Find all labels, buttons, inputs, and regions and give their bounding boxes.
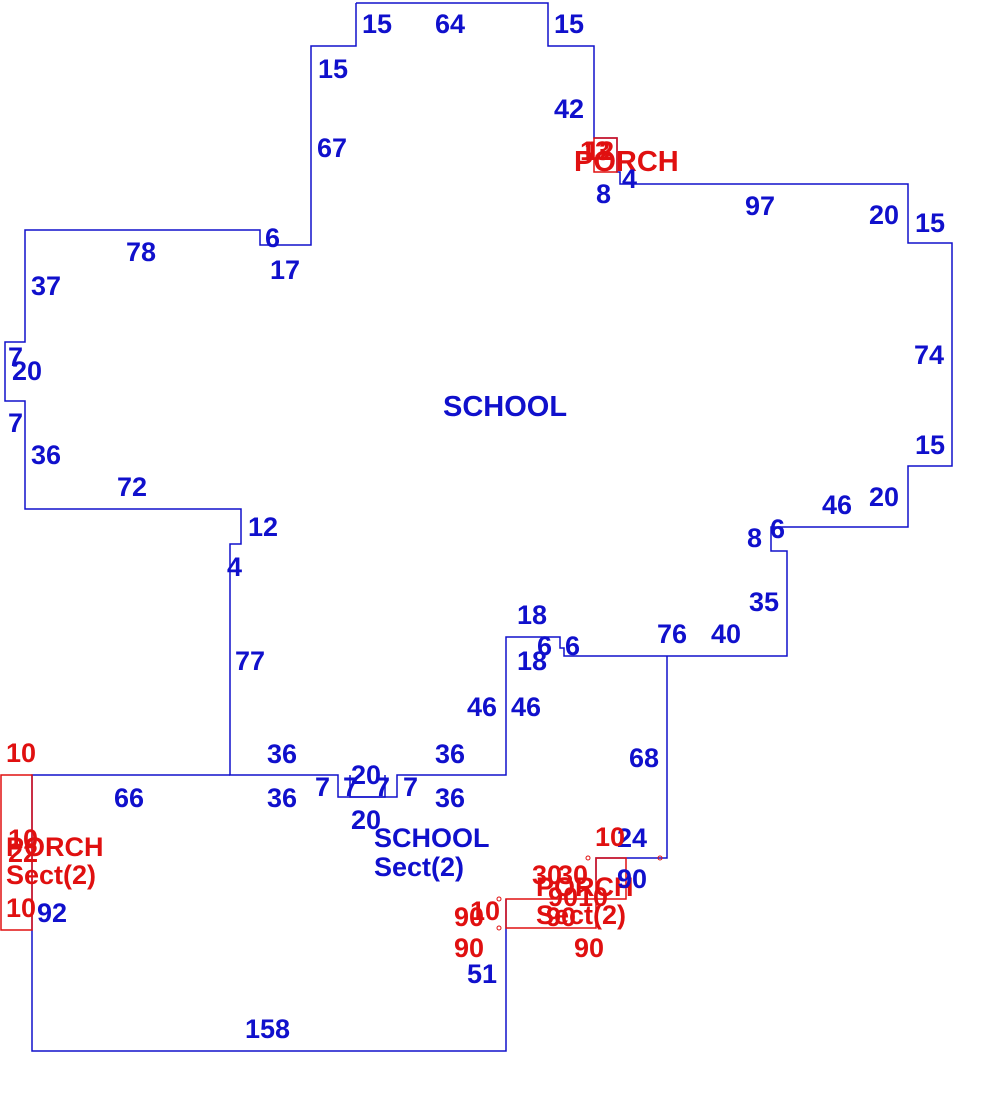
- dimension-label: 10: [6, 893, 36, 923]
- dimension-label: 30: [532, 860, 562, 890]
- dimension-label: 68: [629, 743, 659, 773]
- porch-left-outline: [0, 774, 33, 931]
- porch-top-label: PORCH: [574, 146, 679, 178]
- dimension-label: 10: [595, 822, 625, 852]
- dimension-label: 7: [315, 772, 330, 802]
- dimension-label: 30: [558, 860, 588, 890]
- dimension-label: 15: [554, 9, 584, 39]
- dimension-label: 18: [517, 600, 547, 630]
- dimension-label: 66: [114, 783, 144, 813]
- dimension-label: 76: [657, 619, 687, 649]
- dimension-label: 77: [235, 646, 265, 676]
- dimension-label: 51: [467, 959, 497, 989]
- dimension-label: 6: [770, 514, 785, 544]
- porch-top-outline: [593, 137, 618, 173]
- dimension-label: 36: [435, 783, 465, 813]
- dimension-label: 46: [467, 692, 497, 722]
- dimension-label: 10: [6, 738, 36, 768]
- dimension-label: 10: [8, 824, 38, 854]
- dimension-label: 15: [915, 430, 945, 460]
- dimension-label: 90: [454, 933, 484, 963]
- dimension-label: 36: [435, 739, 465, 769]
- dimension-label: 7: [8, 408, 23, 438]
- dimension-label: 20: [12, 356, 42, 386]
- dimension-label: 90: [454, 902, 484, 932]
- porch-left-sublabel: Sect(2): [6, 860, 96, 890]
- school-sect2-dimensions: 68 36 36 7 7 20 7 7 36 36 66 20 24 92 90…: [37, 739, 659, 1044]
- dimension-label: 6: [537, 631, 552, 661]
- dimension-label: 4: [622, 164, 637, 194]
- porch-bottom-right-label: PORCH: [536, 872, 634, 902]
- dimension-label: 20: [351, 760, 381, 790]
- school-sect2-outline: [31, 774, 507, 1052]
- dimension-label: 7: [375, 772, 390, 802]
- dimension-label: 42: [554, 94, 584, 124]
- dimension-label: 7: [343, 772, 358, 802]
- porch-dimensions: 13 12 10 10 22 10 10 30 30 90 10 10 90 9…: [6, 136, 625, 963]
- school-main-label: SCHOOL: [443, 391, 567, 423]
- dimension-label: 90: [548, 882, 578, 912]
- school-main-outline: [4, 2, 953, 798]
- dimension-label: 158: [245, 1014, 290, 1044]
- dimension-label: 36: [267, 739, 297, 769]
- dimension-label: 20: [869, 200, 899, 230]
- dimension-label: 7: [8, 342, 23, 372]
- dimension-label: 72: [117, 472, 147, 502]
- dimension-label: 8: [747, 523, 762, 553]
- dimension-label: 6: [265, 223, 280, 253]
- dimension-label: 78: [126, 237, 156, 267]
- dimension-label: 6: [565, 631, 580, 661]
- vertex-marker: [585, 855, 591, 861]
- dimension-label: 13: [580, 136, 610, 166]
- vertex-marker: [496, 896, 502, 902]
- dimension-label: 24: [617, 823, 647, 853]
- dimension-label: 20: [351, 805, 381, 835]
- dimension-label: 18: [517, 646, 547, 676]
- dimension-label: 12: [584, 136, 614, 166]
- dimension-label: 4: [227, 552, 242, 582]
- school-sect2-label: SCHOOL: [374, 823, 490, 853]
- dimension-label: 36: [31, 440, 61, 470]
- dimension-label: 74: [914, 340, 944, 370]
- dimension-label: 97: [745, 191, 775, 221]
- dimension-label: 10: [470, 896, 500, 926]
- school-main-dimensions: 15 64 15 15 42 67 8 4 97 20 15 6 17 78 3…: [8, 9, 945, 722]
- dimension-label: 22: [8, 838, 38, 868]
- dimension-label: 40: [711, 619, 741, 649]
- school-sect2-notch: [349, 775, 386, 798]
- porch-bottom-right-sublabel: Sect(2): [536, 900, 626, 930]
- vertex-marker: [657, 855, 663, 861]
- porch-left-label: PORCH: [6, 832, 104, 862]
- porch-bottom-right-small-outline: [595, 857, 627, 900]
- dimension-label: 37: [31, 271, 61, 301]
- dimension-label: 15: [318, 54, 348, 84]
- dimension-label: 15: [362, 9, 392, 39]
- dimension-label: 46: [822, 490, 852, 520]
- dimension-label: 46: [511, 692, 541, 722]
- vertex-marker: [496, 925, 502, 931]
- school-sect2-sublabel: Sect(2): [374, 852, 464, 882]
- dimension-label: 64: [435, 9, 465, 39]
- dimension-label: 12: [248, 512, 278, 542]
- dimension-label: 7: [403, 772, 418, 802]
- dimension-label: 90: [574, 933, 604, 963]
- dimension-label: 8: [596, 179, 611, 209]
- dimension-label: 15: [915, 208, 945, 238]
- porch-bottom-right-outline: [505, 898, 597, 929]
- dimension-label: 92: [37, 898, 67, 928]
- dimension-label: 20: [869, 482, 899, 512]
- dimension-label: 67: [317, 133, 347, 163]
- dimension-label: 36: [267, 783, 297, 813]
- dimension-label: 17: [270, 255, 300, 285]
- vertex-markers: [496, 855, 663, 931]
- dimension-label: 10: [578, 882, 608, 912]
- dimension-label: 35: [749, 587, 779, 617]
- dimension-label: 90: [546, 902, 576, 932]
- dimension-label: 90: [617, 864, 647, 894]
